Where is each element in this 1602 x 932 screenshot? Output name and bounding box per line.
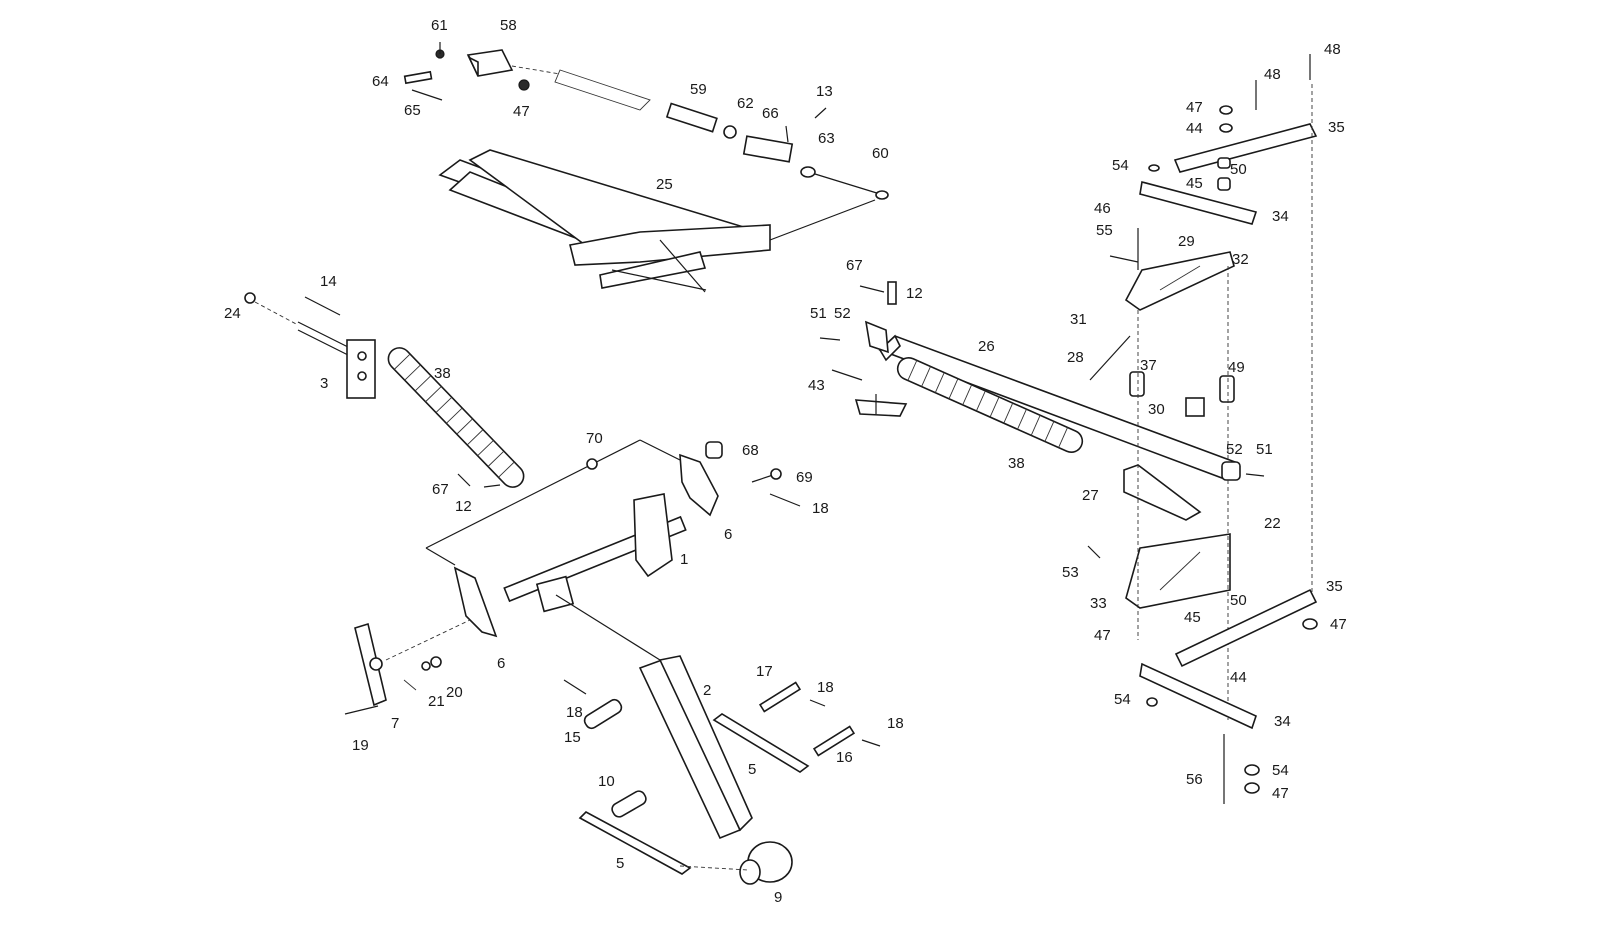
lower-arm-assembly [555,594,881,885]
callout-18: 18 [812,500,829,517]
callout-1: 1 [680,551,688,568]
callout-63: 63 [818,130,835,147]
callout-67: 67 [846,257,863,274]
scissor-frame [438,149,876,293]
callout-38: 38 [434,365,451,382]
callout-48: 48 [1324,41,1341,58]
callout-27: 27 [1082,487,1099,504]
callout-5: 5 [616,855,624,872]
callout-48: 48 [1264,66,1281,83]
callout-68: 68 [742,442,759,459]
callout-21: 21 [428,693,445,710]
callout-22: 22 [1264,515,1281,532]
callout-16: 16 [836,749,853,766]
callout-31: 31 [1070,311,1087,328]
callout-47: 47 [1272,785,1289,802]
callout-65: 65 [404,102,421,119]
callout-35: 35 [1328,119,1345,136]
callout-7: 7 [391,715,399,732]
right-link-arms [1139,54,1318,804]
callout-54: 54 [1112,157,1129,174]
callout-26: 26 [978,338,995,355]
callout-12: 12 [906,285,923,302]
callout-52: 52 [834,305,851,322]
callout-47: 47 [513,103,530,120]
callout-47: 47 [1094,627,1111,644]
callout-44: 44 [1230,669,1247,686]
callout-44: 44 [1186,120,1203,137]
callout-25: 25 [656,176,673,193]
right-beam-assembly [819,281,1265,481]
callout-52: 52 [1226,441,1243,458]
callout-32: 32 [1232,251,1249,268]
callout-24: 24 [224,305,241,322]
callout-47: 47 [1330,616,1347,633]
callout-35: 35 [1326,578,1343,595]
callout-54: 54 [1272,762,1289,779]
callout-45: 45 [1184,609,1201,626]
callout-19: 19 [352,737,369,754]
left-spring-assembly [244,292,525,488]
right-plate-assembly [1087,228,1235,720]
callout-37: 37 [1140,357,1157,374]
callout-43: 43 [808,377,825,394]
callout-30: 30 [1148,401,1165,418]
callout-51: 51 [1256,441,1273,458]
callout-53: 53 [1062,564,1079,581]
callout-50: 50 [1230,161,1247,178]
callout-18: 18 [887,715,904,732]
callout-47: 47 [1186,99,1203,116]
callout-46: 46 [1094,200,1111,217]
callout-66: 66 [762,105,779,122]
callout-2: 2 [703,682,711,699]
callout-14: 14 [320,273,337,290]
callout-69: 69 [796,469,813,486]
callout-61: 61 [431,17,448,34]
callout-3: 3 [320,375,328,392]
callout-29: 29 [1178,233,1195,250]
callout-9: 9 [774,889,782,906]
callout-51: 51 [810,305,827,322]
callout-56: 56 [1186,771,1203,788]
callout-64: 64 [372,73,389,90]
callout-67: 67 [432,481,449,498]
callout-33: 33 [1090,595,1107,612]
callout-13: 13 [816,83,833,100]
callout-18: 18 [566,704,583,721]
callout-12: 12 [455,498,472,515]
callout-18: 18 [817,679,834,696]
callout-labels: 61 58 64 65 47 59 62 66 13 63 60 25 14 2… [224,17,1347,906]
callout-55: 55 [1096,222,1113,239]
callout-70: 70 [586,430,603,447]
callout-45: 45 [1186,175,1203,192]
callout-38: 38 [1008,455,1025,472]
callout-34: 34 [1274,713,1291,730]
callout-50: 50 [1230,592,1247,609]
callout-15: 15 [564,729,581,746]
cylinder-assembly [403,42,889,200]
callout-62: 62 [737,95,754,112]
callout-6: 6 [497,655,505,672]
callout-58: 58 [500,17,517,34]
callout-20: 20 [446,684,463,701]
callout-28: 28 [1067,349,1084,366]
callout-60: 60 [872,145,889,162]
callout-5: 5 [748,761,756,778]
callout-6: 6 [724,526,732,543]
callout-54: 54 [1114,691,1131,708]
callout-34: 34 [1272,208,1289,225]
main-shaft-assembly [344,439,801,715]
callout-59: 59 [690,81,707,98]
callout-49: 49 [1228,359,1245,376]
callout-10: 10 [598,773,615,790]
callout-17: 17 [756,663,773,680]
